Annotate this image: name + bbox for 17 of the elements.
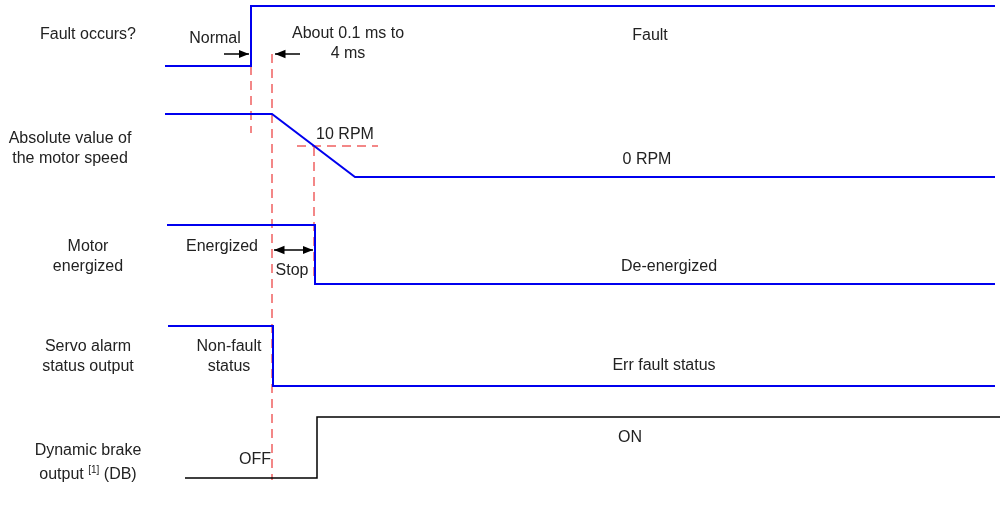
state-label: De-energized — [619, 256, 719, 276]
signal-name: Absolute value of the motor speed — [7, 128, 133, 168]
state-label: Normal — [188, 28, 242, 48]
signal-name: Servo alarm status output — [41, 336, 135, 376]
state-label: 0 RPM — [621, 149, 673, 169]
state-label: ON — [617, 427, 643, 447]
state-label: Fault — [631, 25, 669, 45]
interval-label: Stop — [274, 260, 310, 280]
signal-name: Motor energized — [51, 236, 125, 276]
threshold-label: 10 RPM — [315, 124, 375, 144]
signal-name: Fault occurs? — [38, 24, 137, 44]
signal-name: Dynamic brake output $^{[1]}$ (DB) — [33, 439, 143, 485]
state-label: Err fault status — [611, 355, 717, 375]
state-label: Non-fault status — [195, 336, 263, 376]
time-annotation: About 0.1 ms to 4 ms — [290, 23, 406, 63]
state-label: Energized — [184, 236, 259, 256]
state-label: OFF — [238, 449, 272, 469]
